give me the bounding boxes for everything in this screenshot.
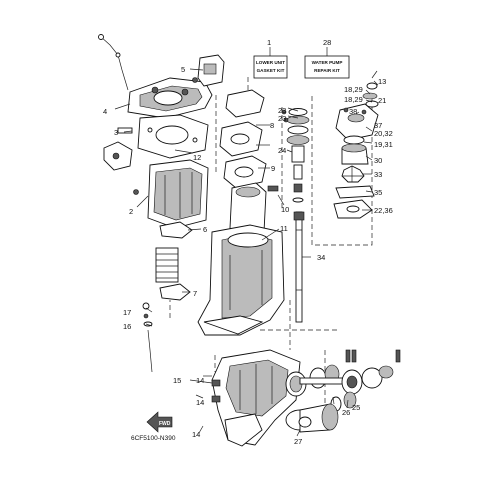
callout-30: 30 [374,156,382,165]
gasket-part-8 [219,121,263,157]
lower-casing [197,224,285,336]
callout-13: 13 [378,77,386,86]
shift-rod [98,34,129,91]
forward-direction-arrow: FWD [146,411,173,433]
callout-9: 9 [271,164,275,173]
callout-22-36: 22,36 [374,206,393,215]
callout-5: 5 [181,65,185,74]
callout-14b: 14 [196,398,204,407]
callout-24: 24 [278,146,286,155]
callout-1: 1 [267,38,271,47]
callout-10: 10 [281,205,289,214]
gasket-part-7 [159,283,191,301]
upper-casing-cover [127,77,213,119]
callout-35: 35 [374,188,382,197]
water-strainer [155,247,179,283]
callout-23a: 23 [278,106,286,115]
callout-6: 6 [203,225,207,234]
group-dashed-lines [169,77,373,410]
callout-23b: 23 [278,114,286,123]
gasket-part-6 [159,221,193,239]
callout-14a: 14 [196,376,204,385]
part-callouts: 1 2 3 4 5 6 7 8 9 10 11 12 13 14 14 14 1… [103,38,393,446]
callout-3: 3 [114,128,118,137]
callout-2: 2 [129,207,133,216]
gasket-plate [137,114,209,159]
propeller-shaft-housing [285,403,339,433]
callout-38: 38 [349,107,357,116]
callout-14c: 14 [192,430,200,439]
lower-unit-gasket-kit-box: LOWER UNIT GASKET KIT [253,47,288,79]
callout-21: 21 [378,96,386,105]
callout-19-31: 19,31 [374,140,393,149]
callout-11: 11 [280,224,288,233]
callout-33: 33 [374,170,382,179]
water-pump-assembly [333,82,379,219]
propeller-shaft-gears [285,349,401,412]
kit-1-line1: LOWER UNIT [256,60,285,65]
cooling-water-pipe [142,302,153,373]
callout-27: 27 [294,437,302,446]
callout-17: 17 [123,308,131,317]
gasket-part-9 [223,155,267,189]
kit-28-line1: WATER PUMP [312,60,343,65]
gasket-top [225,89,265,118]
gasket-part-3 [117,127,133,134]
gear-case [211,349,301,447]
bracket-part-5 [192,54,225,87]
upper-casing [133,159,209,229]
callout-26: 26 [342,408,350,417]
callout-12: 12 [193,153,201,162]
water-pump-repair-kit-box: WATER PUMP REPAIR KIT [304,47,350,79]
diagram-code: 6CF5100-N390 [131,435,176,442]
callout-18-29a: 18,29 [344,85,363,94]
callout-34: 34 [317,253,325,262]
callout-20-32: 20,32 [374,129,393,138]
callout-16: 16 [123,322,131,331]
kit-28-line2: REPAIR KIT [314,68,340,73]
small-bracket [103,141,133,171]
callout-15: 15 [173,376,181,385]
drive-shaft-bearing-stack [281,108,310,203]
callout-leaders [114,68,379,437]
kit-1-line2: GASKET KIT [257,68,285,73]
callout-28: 28 [323,38,331,47]
exhaust-guide [229,182,279,237]
callout-4: 4 [103,107,107,116]
callout-18-29b: 18,29 [344,95,363,104]
callout-7: 7 [193,289,197,298]
fwd-label: FWD [159,421,171,427]
drive-shaft [293,211,305,323]
callout-37: 37 [374,121,382,130]
callout-8: 8 [270,121,274,130]
callout-25: 25 [352,403,360,412]
